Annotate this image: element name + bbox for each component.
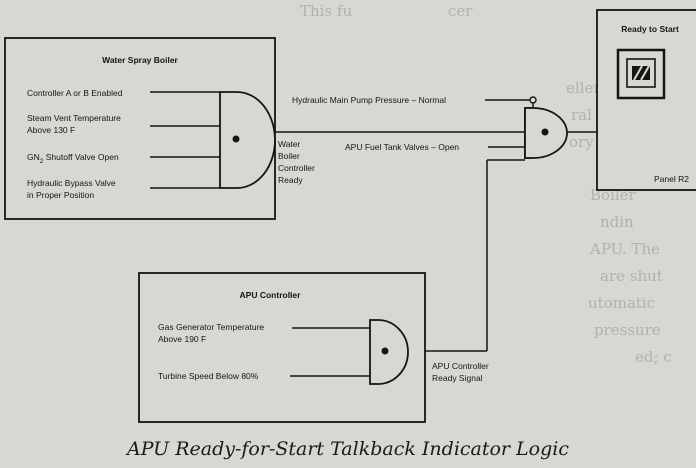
boiler-output-label: Water Boiler Controller Ready (278, 139, 315, 185)
ready-to-start-title: Ready to Start (621, 24, 679, 34)
ghost-line: pressure (594, 321, 661, 339)
input-steam-vent-temp-value: Above 130 F (27, 125, 75, 135)
ready-to-start-panel: Ready to Start Panel R2 (596, 9, 696, 191)
boiler-and-gate (219, 91, 276, 189)
boiler-gate-dot (232, 135, 240, 143)
main-gate-dot (541, 128, 549, 136)
ghost-line: ory (569, 133, 594, 151)
svg-text:Boiler: Boiler (278, 151, 300, 161)
ghost-line: This fu (300, 2, 352, 20)
input-gas-generator-temp: Gas Generator Temperature (158, 322, 264, 332)
water-spray-boiler-block: Water Spray Boiler Controller A or B Ena… (4, 37, 276, 220)
background-page-text: This fu cer eller ral ory Boiler ndin AP… (300, 2, 672, 366)
hydraulic-pressure-label: Hydraulic Main Pump Pressure – Normal (292, 95, 446, 105)
input-turbine-speed: Turbine Speed Below 80% (158, 371, 259, 381)
input-gas-generator-temp-value: Above 190 F (158, 334, 206, 344)
ghost-line: ndin (600, 213, 634, 231)
ghost-line: eller (566, 79, 601, 97)
talkback-indicator (616, 48, 666, 100)
svg-text:Water: Water (278, 139, 301, 149)
apu-controller-title: APU Controller (240, 290, 302, 300)
input-hydraulic-bypass-position: in Proper Position (27, 190, 94, 200)
ghost-line: utomatic (588, 294, 655, 312)
indicator-panel-box (596, 9, 696, 191)
apu-controller-block: APU Controller Gas Generator Temperature… (138, 272, 426, 423)
ghost-line: are shut (600, 267, 663, 285)
ghost-line: ed; c (635, 348, 672, 366)
ghost-line: APU. The (589, 240, 660, 258)
apu-gate-dot (381, 347, 389, 355)
svg-text:Ready: Ready (278, 175, 303, 185)
ghost-line: ral (571, 106, 592, 124)
water-spray-boiler-title: Water Spray Boiler (102, 55, 178, 65)
boiler-input-lines (150, 91, 220, 189)
barberpole-flag-icon (632, 65, 650, 81)
apu-input-lines (290, 327, 370, 377)
apu-controller-ready-label-2: Ready Signal (432, 373, 483, 383)
input-steam-vent-temp: Steam Vent Temperature (27, 113, 121, 123)
svg-text:Controller: Controller (278, 163, 315, 173)
apu-controller-ready-label-1: APU Controller (432, 361, 489, 371)
fuel-valves-label: APU Fuel Tank Valves – Open (345, 142, 459, 152)
input-gn2-valve: GN2 Shutoff Valve Open (27, 152, 119, 165)
apu-and-gate (369, 319, 409, 385)
panel-r2-label: Panel R2 (654, 174, 689, 184)
ghost-line: cer (448, 2, 473, 20)
input-controller-enabled: Controller A or B Enabled (27, 88, 123, 98)
hydraulic-inversion-bubble (529, 96, 537, 104)
talkback-window (626, 58, 656, 88)
input-hydraulic-bypass: Hydraulic Bypass Valve (27, 178, 116, 188)
figure-caption: APU Ready-for-Start Talkback Indicator L… (125, 438, 569, 460)
